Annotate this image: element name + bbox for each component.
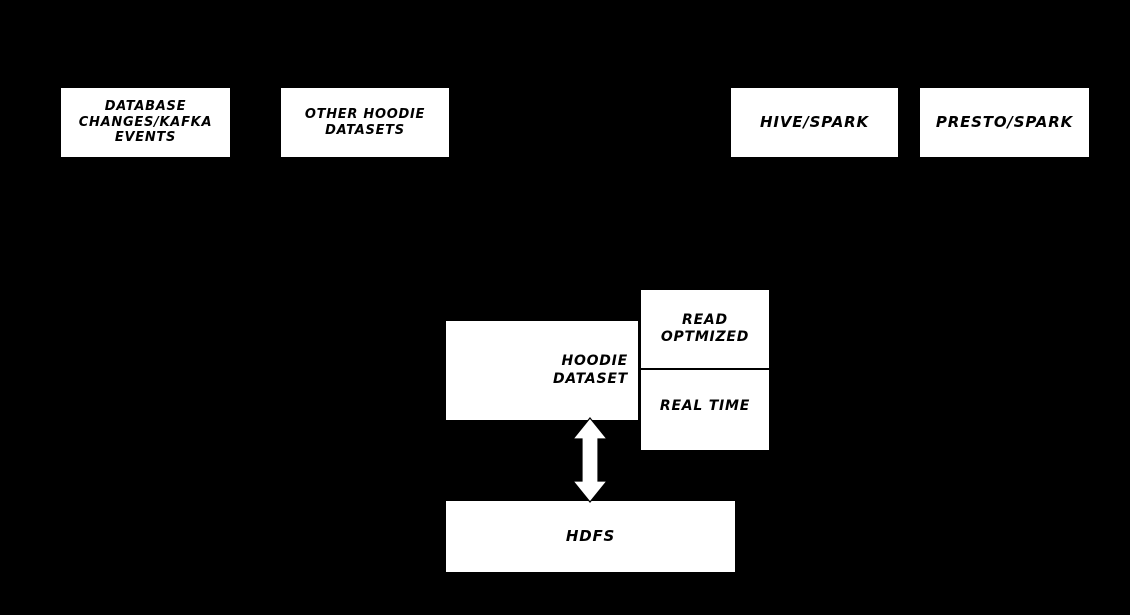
double-headed-arrow-icon [571, 417, 609, 503]
node-other-hoodie-datasets: Other hoodie datasets [281, 88, 449, 157]
node-presto-spark: Presto/Spark [920, 88, 1089, 157]
node-hive-spark: Hive/Spark [731, 88, 898, 157]
node-database-changes-kafka-events: Database changes/kafka events [61, 88, 230, 157]
node-hoodie-dataset: Hoodie dataset [446, 321, 638, 420]
node-real-time-view: Real time [641, 370, 769, 450]
node-hdfs: HDFS [446, 501, 735, 572]
node-read-optimized-view: Read optmized [641, 290, 769, 370]
